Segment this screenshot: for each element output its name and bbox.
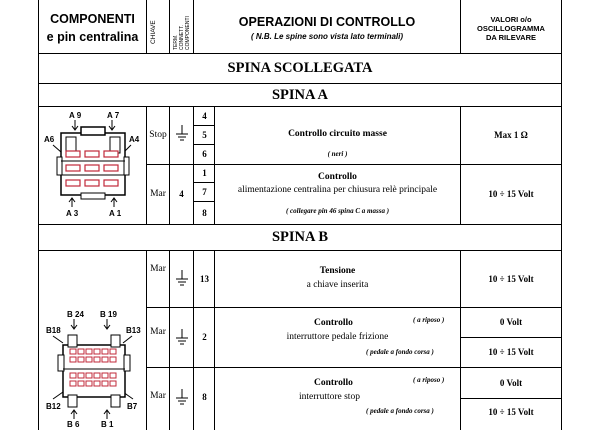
spina-a-row2-note: ( collegare pin 46 spina C a massa ) (285, 206, 390, 215)
ground-icon (176, 329, 188, 345)
spina-b-row3-operation: interruttore stop (299, 392, 360, 402)
pin-label-b6: B 6 (67, 420, 80, 429)
pin-label-a9: A 9 (69, 111, 82, 120)
spina-a-row2-value: 10 ÷ 15 Volt (488, 189, 534, 200)
connector-a-diagram: A 9 A 7 A6 A4 A 3 A 1 (44, 111, 140, 218)
header-operations: OPERAZIONI DI CONTROLLO ( N.B. Le spine … (194, 8, 460, 48)
ground-icon (176, 270, 188, 286)
header-components: COMPONENTI e pin centralina (39, 8, 146, 48)
spina-b-row2-op-title: Controllo (314, 318, 353, 328)
pin-label-b7: B7 (127, 402, 138, 411)
pin-label-b19: B 19 (100, 310, 117, 319)
spina-b-row2-note-press: ( pedale a fondo corsa ) (366, 348, 434, 356)
header-values: VALORI o/o OSCILLOGRAMMA DA RILEVARE (461, 8, 561, 48)
spina-b-row2-note-rest: ( a riposo ) (413, 316, 445, 324)
header-terms-line3: COMPONENTI (185, 16, 191, 50)
pin-label-a4: A4 (129, 135, 140, 144)
spina-a-row1-term-4: 4 (202, 110, 207, 121)
spina-a-row2-term-7: 7 (202, 186, 207, 197)
header-values-line2: OSCILLOGRAMMA (477, 23, 545, 33)
spina-b-row3-note-rest: ( a riposo ) (413, 376, 445, 384)
spina-b-row2-value-press: 10 ÷ 15 Volt (488, 347, 534, 358)
ground-icon (176, 389, 188, 405)
spina-a-row2-term-1: 1 (202, 168, 207, 179)
connector-b-diagram: B 24 B 19 B18 B13 B12 B7 B 6 B 1 (46, 310, 141, 429)
spina-b-row2-operation: interruttore pedale frizione (286, 332, 389, 343)
header-components-line2: e pin centralina (46, 29, 139, 44)
pin-label-a6: A6 (44, 135, 55, 144)
spina-a-row1-note: ( neri ) (327, 149, 348, 158)
header-operations-title: OPERAZIONI DI CONTROLLO (238, 14, 416, 29)
pin-label-b1: B 1 (101, 420, 114, 429)
ground-icon (176, 125, 188, 141)
spina-b-row2-key: Mar (150, 326, 166, 337)
spina-b-row3-value-press: 10 ÷ 15 Volt (488, 406, 534, 417)
spina-a-row1-value: Max 1 Ω (494, 130, 528, 141)
spina-b-row1-key: Mar (150, 263, 166, 274)
pin-label-b12: B12 (46, 402, 61, 411)
spina-a-row2-term-8: 8 (202, 207, 207, 218)
spina-b-row3-note-press: ( pedale a fondo corsa ) (366, 407, 434, 415)
spina-b-row2-value-rest: 0 Volt (499, 317, 523, 328)
spina-b-row3-value-rest: 0 Volt (499, 377, 523, 388)
section-title-spina-a: SPINA A (271, 86, 328, 103)
spina-a-row1-term-6: 6 (202, 149, 207, 160)
pin-label-b13: B13 (126, 326, 141, 335)
section-title-spina-b: SPINA B (271, 229, 328, 246)
pin-label-a1: A 1 (109, 209, 122, 218)
pin-label-b24: B 24 (67, 310, 84, 319)
spina-a-row1-term-5: 5 (202, 129, 207, 140)
spina-a-row2-key: Mar (150, 189, 166, 200)
spina-b-row1-value: 10 ÷ 15 Volt (488, 273, 534, 284)
header-values-line1: VALORI o/o (490, 14, 532, 24)
spina-b-row1-operation: a chiave inserita (306, 280, 369, 291)
header-values-line3: DA RILEVARE (485, 32, 536, 42)
header-components-line1: COMPONENTI (50, 12, 135, 27)
spina-b-row3-key: Mar (150, 390, 166, 401)
header-terms: TERM. CONNETT. COMPONENTI (173, 2, 191, 50)
spina-b-row2-term: 2 (202, 332, 207, 343)
section-title-disconnected: SPINA SCOLLEGATA (227, 60, 373, 77)
spina-b-row3-op-title: Controllo (314, 378, 353, 388)
spina-a-row1-operation: Controllo circuito masse (288, 128, 387, 139)
spina-a-row2-term: 4 (179, 189, 184, 200)
pin-label-a3: A 3 (66, 209, 79, 218)
spina-a-row2-operation: alimentazione centralina per chiusura re… (237, 185, 438, 196)
spina-a-row2-op-title: Controllo (318, 172, 357, 183)
spina-a-row1-key: Stop (149, 130, 167, 141)
spina-b-row3-term: 8 (202, 391, 207, 402)
pin-label-b18: B18 (46, 326, 61, 335)
pin-label-a7: A 7 (107, 111, 120, 120)
spina-b-row1-op-title: Tensione (319, 266, 356, 277)
header-operations-note: ( N.B. Le spine sono vista lato terminal… (250, 32, 404, 42)
spina-b-row1-term: 13 (200, 273, 209, 284)
header-key: CHIAVE (150, 20, 157, 44)
